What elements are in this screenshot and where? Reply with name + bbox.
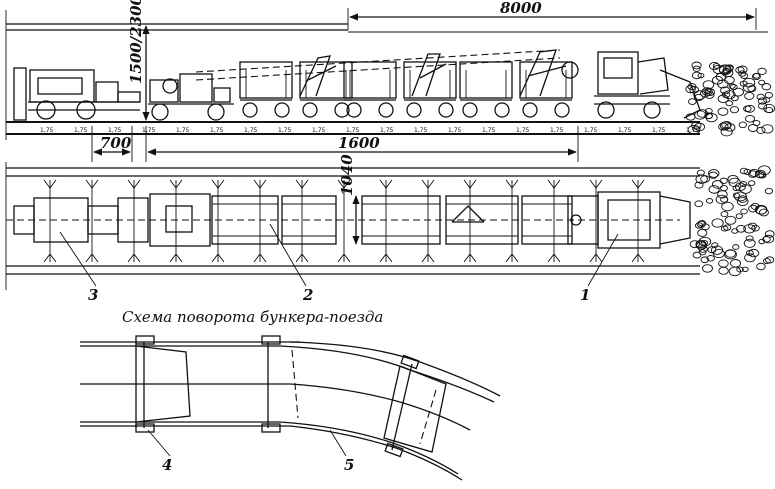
hopper-cars-side [239, 61, 573, 118]
callout-4: 4 [162, 456, 172, 474]
dimension-height: 1500/2300 [127, 0, 150, 121]
hopper-car-plan [211, 195, 279, 245]
rock-pile-plan [689, 165, 775, 277]
rail-mark: 1,75 [584, 127, 598, 134]
rail-mark: 1,75 [210, 127, 224, 134]
turn-scheme: 4 5 [80, 335, 501, 481]
loading-machine-side [594, 51, 701, 119]
dimension-1600: 1600 [145, 126, 579, 162]
drive-unit-side [148, 73, 234, 121]
rail-mark: 1,75 [142, 127, 156, 134]
locomotive-plan [13, 197, 149, 243]
rail-mark: 1,75 [448, 127, 462, 134]
callout-5: 5 [344, 456, 354, 474]
dimension-700: 700 [91, 126, 133, 162]
locomotive-side [13, 67, 141, 121]
rail-sleeper-marks: 1,75 1,75 1,75 1,75 1,75 1,75 1,75 1,75 1,75 1,75… [40, 127, 700, 134]
side-view: 1,75 1,75 1,75 1,75 1,75 1,75 1,75 1,75 1,75 1,75… [5, 0, 775, 162]
drive-plan [149, 193, 211, 247]
rail-mark: 1,75 [74, 127, 88, 134]
rail-mark: 1,75 [40, 127, 54, 134]
rail-mark: 1,75 [652, 127, 666, 134]
hopper-car [403, 61, 457, 99]
dimension-1040: 1040 [338, 154, 360, 245]
hopper-car-plan [445, 195, 519, 245]
rail-mark: 1,75 [244, 127, 258, 134]
plan-sleepers [43, 179, 645, 263]
rail-mark: 1,75 [516, 127, 530, 134]
hopper-car [343, 61, 397, 99]
rail-mark: 1,75 [414, 127, 428, 134]
callout-2: 2 [302, 286, 313, 304]
rail-mark: 1,75 [108, 127, 122, 134]
hopper-car-plan [521, 195, 573, 245]
dim-length-mid: 1600 [338, 134, 380, 152]
callout-1: 1 [580, 286, 590, 304]
rock-pile-side [685, 61, 775, 137]
rail-mark: 1,75 [176, 127, 190, 134]
conveyor-arms [299, 49, 579, 97]
rail-mark: 1,75 [618, 127, 632, 134]
hopper-car [519, 61, 573, 99]
rail-mark: 1,75 [380, 127, 394, 134]
rail-mark: 1,75 [278, 127, 292, 134]
rail-mark: 1,75 [346, 127, 360, 134]
dim-spacing: 700 [100, 134, 132, 152]
dim-height: 1500/2300 [127, 0, 145, 84]
dim-length-total: 8000 [500, 0, 542, 17]
turn-scheme-caption: Схема поворота бункера-поезда [122, 308, 383, 326]
hopper-car [299, 61, 353, 99]
rail-mark: 1,75 [482, 127, 496, 134]
dimension-8000: 8000 [347, 0, 757, 30]
hopper-car-plan [361, 195, 441, 245]
hopper-car [239, 61, 293, 99]
rail-mark: 1,75 [550, 127, 564, 134]
loading-machine-plan [567, 191, 691, 249]
plan-view: 1040 3 2 1 [5, 154, 775, 304]
dim-width: 1040 [338, 154, 356, 196]
callout-3: 3 [88, 286, 98, 304]
hopper-cars-plan [211, 195, 573, 245]
hopper-car-plan [281, 195, 337, 245]
hopper-car [459, 61, 513, 99]
rail-mark: 1,75 [312, 127, 326, 134]
